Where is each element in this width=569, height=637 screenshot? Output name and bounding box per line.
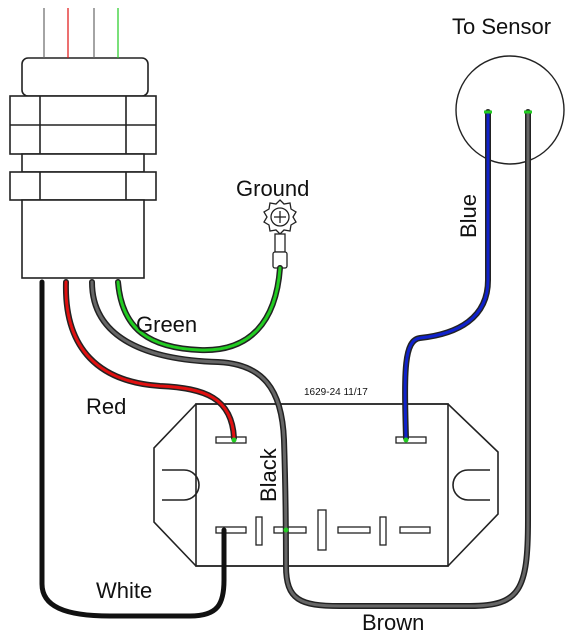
label-to-sensor: To Sensor — [452, 14, 552, 39]
label-part-number: 1629-24 11/17 — [304, 387, 368, 398]
ground-lug-icon — [263, 199, 297, 269]
terminal-slot-3 — [337, 526, 371, 534]
blue-wire — [402, 109, 491, 441]
terminal-slot-4 — [379, 516, 387, 546]
white-wire — [39, 279, 227, 619]
label-red: Red — [86, 394, 127, 419]
label-brown: Brown — [362, 610, 425, 635]
terminal-slot-1 — [255, 516, 263, 546]
sensor-circle-icon — [455, 55, 565, 165]
green-wire — [115, 265, 283, 354]
terminal-brown — [273, 526, 307, 534]
label-ground: Ground — [236, 176, 310, 201]
terminal-slot-5 — [399, 526, 431, 534]
label-black: Black — [256, 448, 281, 502]
terminal-white — [215, 526, 247, 534]
terminal-blue — [395, 436, 427, 444]
terminal-slot-2 — [317, 509, 327, 551]
label-green: Green — [136, 312, 198, 337]
label-white: White — [96, 578, 153, 603]
relay-module-icon — [153, 403, 499, 567]
label-blue: Blue — [456, 193, 481, 238]
cable-gland-icon — [9, 57, 157, 279]
relay-terminals — [215, 436, 431, 551]
gland-top-wires — [43, 8, 119, 58]
